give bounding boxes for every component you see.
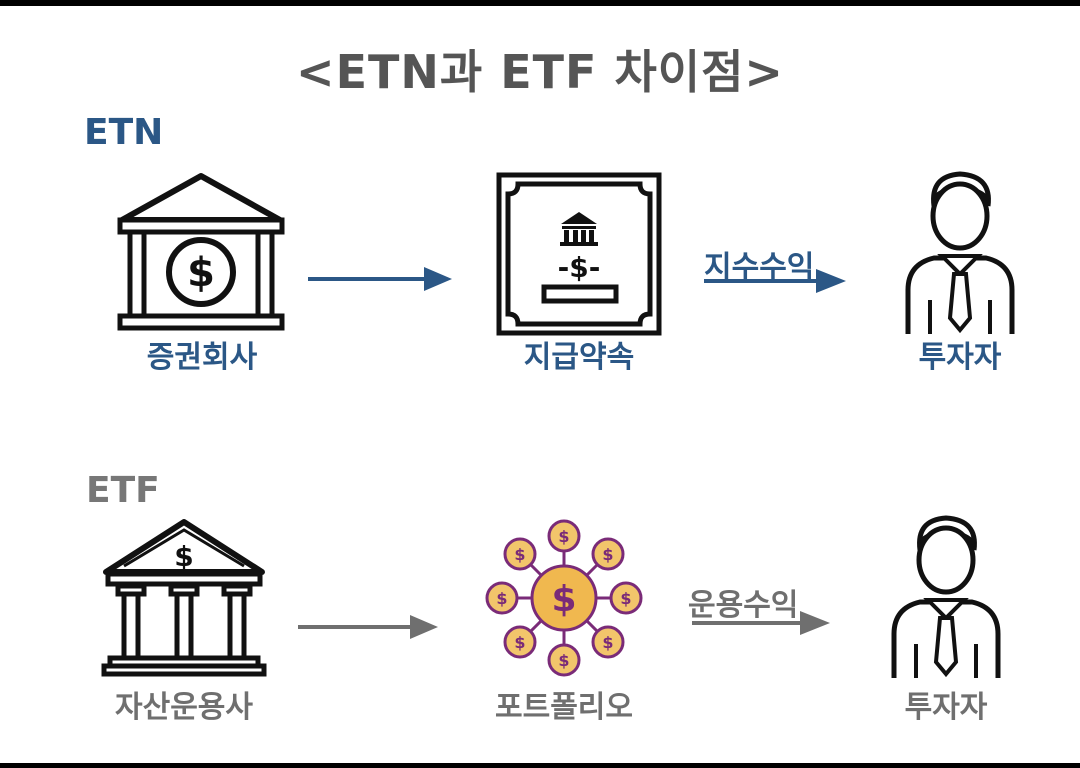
- svg-text:$: $: [514, 633, 525, 652]
- etf-section-label: ETF: [86, 470, 160, 511]
- etf-arrow-1: [298, 615, 438, 639]
- etn-issuer-label: 증권회사: [146, 340, 258, 375]
- svg-text:$: $: [551, 579, 576, 620]
- etf-flow-label: 운용수익: [688, 588, 799, 623]
- etn-investor-label: 투자자: [918, 340, 1002, 375]
- etn-arrow-1: [308, 267, 452, 291]
- bank-dollar-icon: $: [117, 173, 285, 331]
- etf-product-label: 포트폴리오: [495, 690, 633, 725]
- etn-product-label: 지급약속: [523, 340, 635, 375]
- certificate-icon: [496, 172, 662, 336]
- svg-text:$: $: [496, 589, 507, 608]
- portfolio-coins-icon: $ $ $ $ $ $ $ $ $: [485, 519, 643, 677]
- etf-arrow-2: [692, 611, 830, 635]
- etn-arrow-2: [704, 269, 846, 293]
- asset-manager-building-icon: $: [101, 519, 267, 677]
- etf-issuer-label: 자산운용사: [115, 690, 253, 725]
- investor-person-icon: [905, 171, 1015, 334]
- diagram-canvas: <ETN과 ETF 차이점> ETN $ 증권회사 -$- 지급약속 지수수익: [0, 6, 1080, 763]
- page-title: <ETN과 ETF 차이점>: [296, 45, 784, 99]
- svg-text:$: $: [558, 527, 569, 546]
- svg-text:$: $: [620, 589, 631, 608]
- svg-text:$: $: [174, 540, 193, 573]
- svg-text:$: $: [602, 545, 613, 564]
- svg-text:$: $: [602, 633, 613, 652]
- investor-person-icon: [891, 515, 1001, 678]
- svg-text:$: $: [187, 250, 215, 296]
- svg-text:$: $: [514, 545, 525, 564]
- certificate-symbol: -$-: [557, 251, 601, 284]
- svg-text:$: $: [558, 651, 569, 670]
- etf-investor-label: 투자자: [904, 690, 988, 725]
- etn-section-label: ETN: [84, 112, 164, 153]
